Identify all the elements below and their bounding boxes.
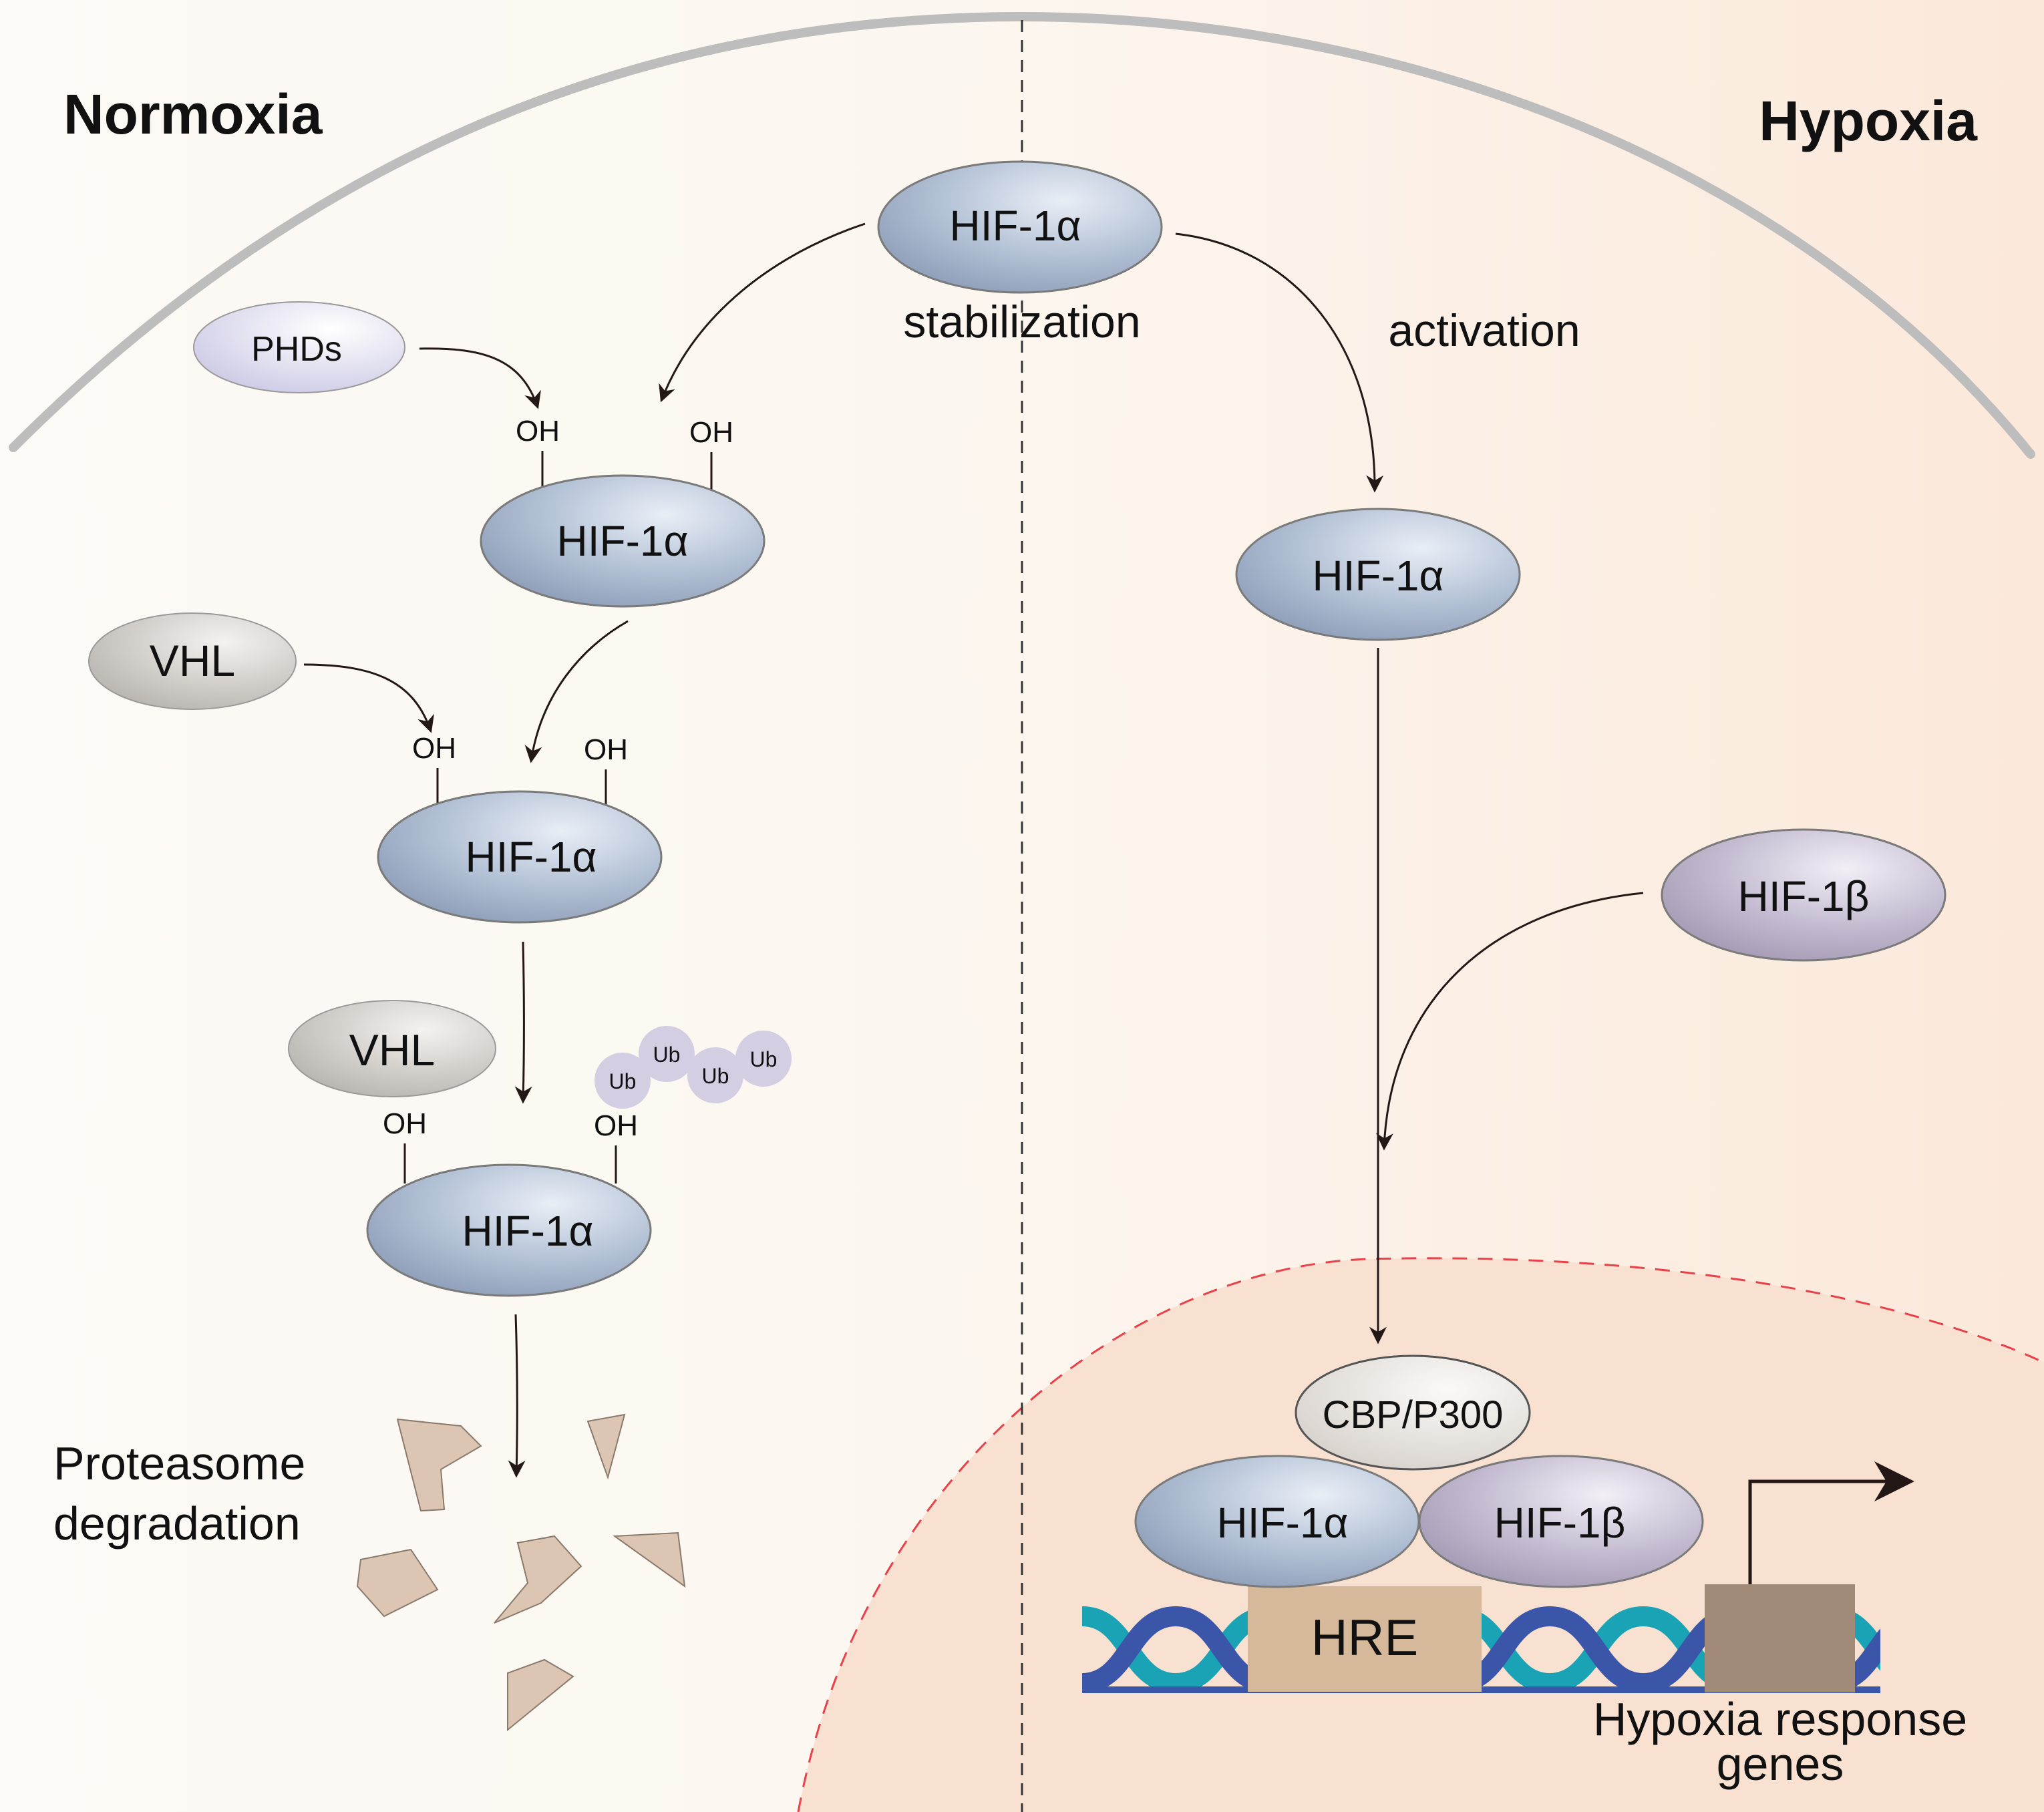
ub-label: Ub <box>750 1047 778 1071</box>
hre-element: HRE <box>1248 1586 1482 1692</box>
hif1a-vhl-bound: HIF-1α <box>377 790 663 924</box>
hif1a-step3-label: HIF-1α <box>462 1207 594 1255</box>
hif1a-right-label: HIF-1α <box>1313 552 1444 600</box>
hif1a-hydroxylated: HIF-1α <box>480 474 765 608</box>
degradation-label-line2: degradation <box>53 1497 301 1550</box>
oh-label: OH <box>584 733 628 766</box>
cbp-p300-coactivator: CBP/P300 <box>1295 1354 1531 1471</box>
complex-hif1b-label: HIF-1β <box>1494 1499 1626 1547</box>
arrow-center-to-right <box>1175 232 1384 493</box>
target-gene-box <box>1705 1584 1855 1692</box>
arrow-phds-to-oh <box>419 347 541 409</box>
activation-label: activation <box>1388 305 1580 356</box>
hif1b-complex: HIF-1β <box>1418 1455 1704 1588</box>
ub-label: Ub <box>653 1043 681 1067</box>
oh-label: OH <box>516 415 560 447</box>
complex-hif1a-label: HIF-1α <box>1217 1499 1349 1547</box>
oh-label: OH <box>412 732 456 765</box>
oh-label: OH <box>594 1109 638 1142</box>
title-hypoxia: Hypoxia <box>1759 89 1978 152</box>
genes-label-line1: Hypoxia response <box>1593 1693 1967 1745</box>
transcription-arrow <box>1748 1461 1914 1584</box>
hif1a-complex: HIF-1α <box>1134 1455 1420 1588</box>
degradation-label-line1: Proteasome <box>53 1437 305 1489</box>
vhl-protein: VHL <box>88 612 297 710</box>
arrow-hif1b-join <box>1375 892 1644 1151</box>
arrow-to-degradation <box>508 1314 526 1478</box>
ubiquitin-chain: Ub Ub Ub Ub <box>594 1026 792 1109</box>
arrow-step1-to-step2 <box>524 620 629 763</box>
hif1a-stabilized: HIF-1α <box>1235 508 1521 641</box>
vhl-protein: VHL <box>288 1000 496 1097</box>
title-normoxia: Normoxia <box>63 83 323 146</box>
oh-label: OH <box>383 1107 427 1140</box>
oh-label: OH <box>689 416 733 449</box>
hif1a-center: HIF-1α <box>877 160 1163 294</box>
ub-label: Ub <box>702 1064 729 1088</box>
genes-label-line2: genes <box>1717 1738 1844 1790</box>
cbp-label: CBP/P300 <box>1323 1393 1504 1437</box>
hif1a-center-label: HIF-1α <box>950 202 1081 250</box>
hif1a-ubiquitinated: HIF-1α <box>366 1163 652 1297</box>
ub-label: Ub <box>609 1069 637 1093</box>
vhl-label: VHL <box>349 1025 435 1075</box>
phds-enzyme: PHDs <box>193 301 405 393</box>
protein-fragments <box>356 1413 686 1732</box>
arrow-center-to-left <box>659 222 866 403</box>
hif1a-step1-label: HIF-1α <box>557 517 689 565</box>
hif1b-protein: HIF-1β <box>1661 828 1946 962</box>
cell-membrane <box>9 11 2035 459</box>
arrow-step2-to-step3 <box>514 941 532 1104</box>
arrow-vhl-to-oh <box>303 663 434 733</box>
vhl-label: VHL <box>150 636 235 685</box>
hre-label: HRE <box>1311 1610 1418 1666</box>
phds-label: PHDs <box>251 330 342 369</box>
hif1b-label: HIF-1β <box>1738 872 1870 920</box>
stabilization-label: stabilization <box>903 297 1140 347</box>
hif1a-step2-label: HIF-1α <box>466 833 597 881</box>
